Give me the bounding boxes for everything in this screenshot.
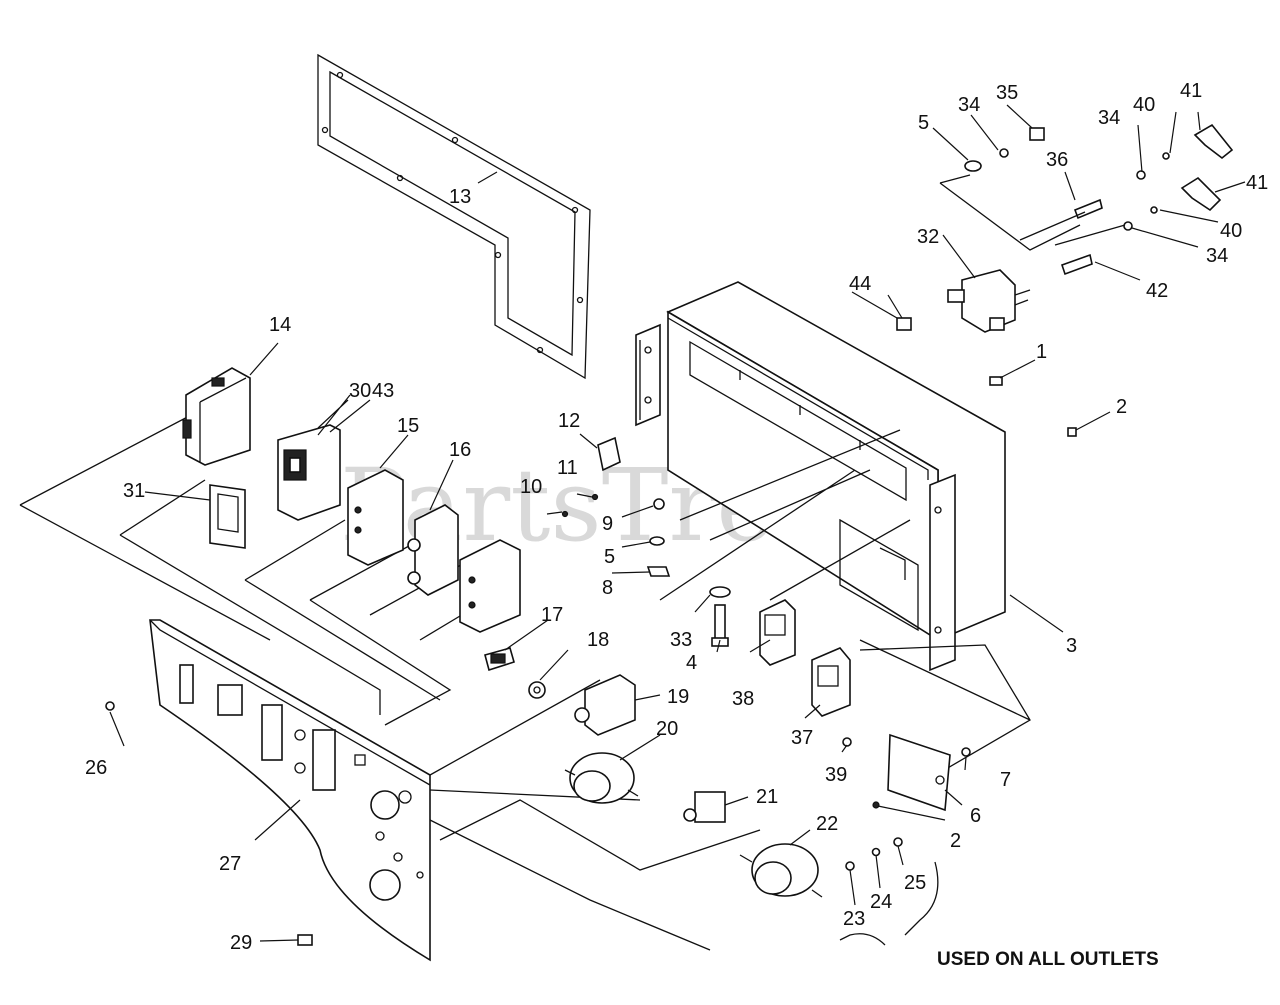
- callout-43: 43: [372, 380, 394, 402]
- callout-26: 26: [85, 757, 107, 779]
- switch-32: [947, 269, 1031, 333]
- callout-17: 17: [541, 604, 563, 626]
- callout-13: 13: [449, 186, 471, 208]
- callout-41: 41: [1180, 80, 1202, 102]
- gasket-part: [317, 53, 591, 380]
- connector-37: [811, 647, 851, 717]
- callout-40: 40: [1133, 94, 1155, 116]
- receptacle-15: [347, 469, 404, 566]
- callout-7: 7: [1000, 769, 1011, 791]
- callout-23: 23: [843, 908, 865, 930]
- callout-12: 12: [558, 410, 580, 432]
- callout-25: 25: [904, 872, 926, 894]
- callout-10: 10: [520, 476, 542, 498]
- fasteners-26-29: [105, 701, 313, 946]
- callout-41: 41: [1246, 172, 1268, 194]
- callout-27: 27: [219, 853, 241, 875]
- callout-24: 24: [870, 891, 892, 913]
- outlet-20: [564, 752, 639, 804]
- plate-31: [209, 484, 246, 549]
- hardware-23-24-25: [839, 837, 939, 946]
- circuit-breaker-14: [182, 367, 251, 466]
- callout-29: 29: [230, 932, 252, 954]
- callout-2: 2: [1116, 396, 1127, 418]
- callout-32: 32: [917, 226, 939, 248]
- callout-21: 21: [756, 786, 778, 808]
- callout-3: 3: [1066, 635, 1077, 657]
- callout-5: 5: [604, 546, 615, 568]
- breaker-21: [683, 791, 726, 823]
- callout-30: 30: [349, 380, 371, 402]
- capacitor-19: [574, 674, 636, 736]
- callout-34: 34: [1206, 245, 1228, 267]
- callout-22: 22: [816, 813, 838, 835]
- callout-8: 8: [602, 577, 613, 599]
- callout-37: 37: [791, 727, 813, 749]
- callout-36: 36: [1046, 149, 1068, 171]
- bolt-4-washer-33: [709, 586, 731, 647]
- nut-18: [528, 681, 546, 699]
- callout-labels: 1 2 2 3 4 5 5 6 7 8 9 10 11 12 13 14 15 …: [85, 80, 1268, 954]
- callout-35: 35: [996, 82, 1018, 104]
- wire-loops: [939, 174, 1126, 251]
- front-control-panel: [149, 619, 431, 962]
- switch-17: [484, 647, 515, 672]
- breaker-16: [407, 504, 459, 596]
- boots-41: [1180, 123, 1234, 212]
- callout-42: 42: [1146, 280, 1168, 302]
- callout-31: 31: [123, 480, 145, 502]
- callout-11: 11: [557, 457, 578, 479]
- callout-40: 40: [1220, 220, 1242, 242]
- connector-38: [759, 599, 796, 666]
- hardware-5-8-9: [646, 498, 671, 577]
- callout-5: 5: [918, 112, 929, 134]
- callout-44: 44: [849, 273, 871, 295]
- callout-2: 2: [950, 830, 961, 852]
- terminals-34-35-36: [896, 127, 1170, 437]
- duplex-receptacle: [459, 539, 521, 633]
- callout-6: 6: [970, 805, 981, 827]
- callout-33: 33: [670, 629, 692, 651]
- plate-6: [872, 733, 971, 812]
- callout-14: 14: [269, 314, 291, 336]
- callout-1: 1: [1036, 341, 1047, 363]
- callout-34: 34: [958, 94, 980, 116]
- outlet-22: [739, 843, 823, 898]
- callout-19: 19: [667, 686, 689, 708]
- callout-18: 18: [587, 629, 609, 651]
- callout-38: 38: [732, 688, 754, 710]
- callout-16: 16: [449, 439, 471, 461]
- bracket-12: [561, 436, 621, 518]
- callout-39: 39: [825, 764, 847, 786]
- used-on-all-outlets-note: USED ON ALL OUTLETS: [937, 949, 1159, 970]
- callout-20: 20: [656, 718, 678, 740]
- callout-4: 4: [686, 652, 697, 674]
- callout-34: 34: [1098, 107, 1120, 129]
- screw-39: [842, 737, 852, 747]
- callout-9: 9: [602, 513, 613, 535]
- outlet-30-43: [277, 424, 341, 521]
- callout-15: 15: [397, 415, 419, 437]
- control-box-housing: [635, 281, 1006, 672]
- leader-lines: [109, 104, 1246, 942]
